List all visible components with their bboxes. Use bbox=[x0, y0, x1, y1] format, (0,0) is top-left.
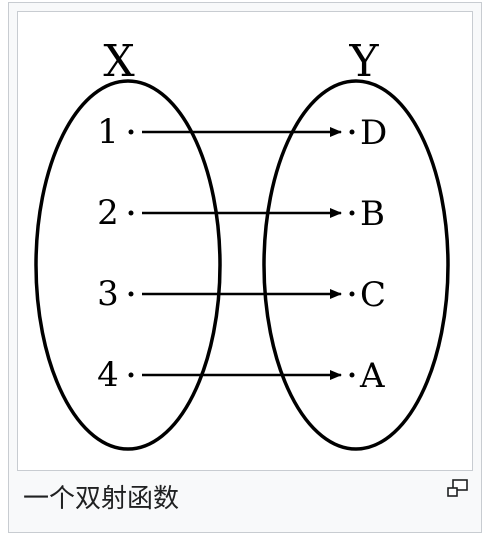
figure-caption: 一个双射函数 bbox=[23, 484, 180, 514]
codomain-point bbox=[349, 210, 355, 216]
domain-element-label: 2 bbox=[97, 193, 119, 233]
domain-point bbox=[128, 129, 134, 135]
codomain-element-label: A bbox=[359, 356, 385, 396]
set-x-label: X bbox=[103, 36, 135, 87]
codomain-element-label: B bbox=[360, 194, 385, 234]
domain-point bbox=[128, 372, 134, 378]
codomain-set-ellipse bbox=[262, 79, 450, 451]
figure-thumbnail: X Y 1 2 3 4 D bbox=[8, 2, 482, 533]
figure-image[interactable]: X Y 1 2 3 4 D bbox=[17, 11, 473, 471]
bijection-diagram: X Y 1 2 3 4 D bbox=[34, 36, 450, 451]
domain-element-label: 3 bbox=[97, 274, 119, 314]
magnify-enlarge-icon[interactable] bbox=[447, 479, 469, 499]
domain-element-label: 1 bbox=[97, 112, 119, 152]
codomain-element-label: C bbox=[360, 275, 386, 315]
codomain-point bbox=[349, 372, 355, 378]
codomain-point bbox=[349, 291, 355, 297]
domain-set-ellipse bbox=[34, 79, 222, 451]
domain-point bbox=[128, 291, 134, 297]
set-y-label: Y bbox=[348, 36, 379, 87]
domain-element-label: 4 bbox=[97, 355, 119, 395]
domain-point bbox=[128, 210, 134, 216]
codomain-point bbox=[349, 129, 355, 135]
codomain-element-label: D bbox=[360, 113, 387, 153]
